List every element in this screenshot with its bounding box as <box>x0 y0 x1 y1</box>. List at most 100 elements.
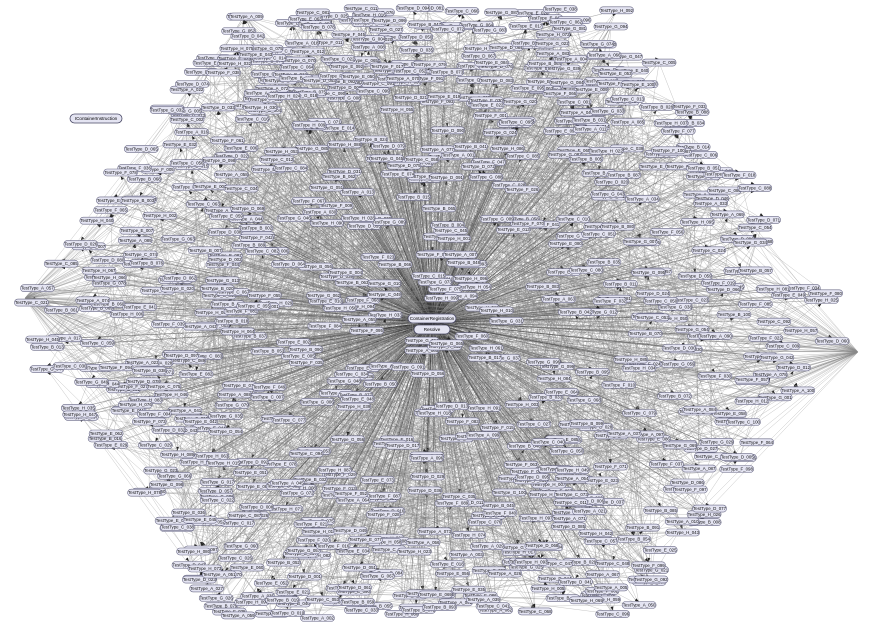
type-node[interactable]: TestType_H_035 <box>60 404 96 412</box>
type-node[interactable]: TestType_G_048 <box>326 376 362 385</box>
type-node[interactable]: TestType_D_090 <box>430 126 465 135</box>
type-node[interactable]: TestType_H_039 <box>336 402 372 411</box>
type-node[interactable]: TestType_C_026 <box>218 554 253 562</box>
type-node[interactable]: TestType_C_063 <box>186 200 221 208</box>
type-node[interactable]: TestType_G_085 <box>294 144 330 153</box>
type-node[interactable]: TestType_A_071 <box>552 514 587 523</box>
type-node[interactable]: TestType_B_013 <box>29 342 65 351</box>
type-node[interactable]: TestType_H_090 <box>309 219 345 227</box>
type-node[interactable]: TestType_A_087 <box>681 464 717 473</box>
type-node[interactable]: TestType_F_063 <box>503 460 539 469</box>
type-node[interactable]: TestType_B_045 <box>480 501 515 510</box>
type-node[interactable]: TestType_G_027 <box>368 25 404 34</box>
type-node[interactable]: TestType_C_001 <box>556 98 592 106</box>
type-node[interactable]: TestType_C_049 <box>367 290 402 299</box>
type-node[interactable]: TestType_A_008 <box>351 43 386 52</box>
type-node[interactable]: TestType_F_075 <box>427 285 463 293</box>
type-node[interactable]: TestType_D_012 <box>776 363 811 372</box>
type-node[interactable]: TestType_B_072 <box>657 392 692 400</box>
type-node[interactable]: TestType_B_011 <box>603 279 638 288</box>
type-node[interactable]: TestType_F_022 <box>748 334 783 342</box>
type-node[interactable]: TestType_E_021 <box>275 588 311 596</box>
type-node-label: TestType_H_096 <box>454 276 488 281</box>
type-node[interactable]: TestType_A_027 <box>189 584 224 593</box>
type-node[interactable]: TestType_B_041 <box>453 142 488 151</box>
type-node[interactable]: TestType_D_094 <box>395 4 431 12</box>
type-node[interactable]: TestType_B_050 <box>363 380 398 388</box>
type-node[interactable]: TestType_E_025 <box>642 546 678 554</box>
type-node[interactable]: TestType_H_057 <box>783 326 819 335</box>
type-node[interactable]: TestType_C_077 <box>271 415 307 424</box>
type-node[interactable]: TestType_A_089 <box>117 236 153 245</box>
type-node[interactable]: TestType_F_037 <box>649 460 684 468</box>
type-node[interactable]: TestType_D_071 <box>746 216 781 224</box>
type-node[interactable]: TestType_C_027 <box>516 420 552 428</box>
type-node[interactable]: TestType_A_034 <box>624 195 660 203</box>
type-node[interactable]: TestType_C_088 <box>737 184 773 192</box>
type-node[interactable]: TestType_C_017 <box>220 519 255 528</box>
type-node[interactable]: TestType_B_002 <box>238 224 274 232</box>
type-node[interactable]: TestType_C_074 <box>123 250 158 259</box>
type-node[interactable]: TestType_B_062 <box>321 172 357 181</box>
type-node[interactable]: TestType_H_061 <box>468 344 504 352</box>
type-node[interactable]: TestType_H_066 <box>92 273 127 282</box>
dependency-edge <box>569 282 719 513</box>
type-node[interactable]: TestType_C_034 <box>334 370 369 378</box>
type-node[interactable]: TestType_H_086 <box>490 144 525 153</box>
type-node[interactable]: TestType_A_069 <box>710 210 745 219</box>
type-node[interactable]: TestType_H_043 <box>665 528 700 537</box>
type-node-label: TestType_C_017 <box>221 521 255 526</box>
type-node-label: TestType_D_001 <box>288 574 322 579</box>
type-node[interactable]: TestType_G_070 <box>281 56 317 65</box>
type-node[interactable]: TestType_G_063 <box>160 235 196 243</box>
type-node[interactable]: TestType_C_015 <box>411 271 447 280</box>
type-node[interactable]: TestType_D_085 <box>551 522 586 531</box>
type-node[interactable]: TestType_C_005 <box>641 58 677 67</box>
type-node[interactable]: TestType_A_013 <box>340 188 375 196</box>
type-node[interactable]: TestType_H_082 <box>194 308 230 317</box>
edge-arrowhead <box>191 135 196 140</box>
type-node[interactable]: TestType_F_019 <box>701 279 736 287</box>
type-node[interactable]: TestType_D_066 <box>706 285 741 294</box>
type-node-label: TestType_C_049 <box>368 292 402 297</box>
type-node[interactable]: TestType_G_013 <box>205 276 240 285</box>
type-node[interactable]: TestType_D_001 <box>287 572 322 581</box>
type-node[interactable]: TestType_C_012 <box>259 155 295 164</box>
type-node[interactable]: TestType_B_061 <box>44 305 79 314</box>
type-node[interactable]: TestType_E_002 <box>276 338 312 347</box>
type-node[interactable]: TestType_G_088 <box>468 173 504 181</box>
type-node[interactable]: TestType_F_079 <box>412 60 447 69</box>
type-node[interactable]: TestType_G_010 <box>366 279 402 288</box>
type-node-label: TestType_C_077 <box>272 417 306 422</box>
type-node[interactable]: TestType_A_067 <box>585 570 620 579</box>
type-node[interactable]: TestType_E_099 <box>543 127 578 135</box>
type-node[interactable]: TestType_F_015 <box>480 423 515 432</box>
type-node[interactable]: TestType_A_030 <box>302 208 338 216</box>
type-node[interactable]: TestType_F_067 <box>291 197 326 205</box>
type-node[interactable]: TestType_F_080 <box>808 289 844 298</box>
edge-arrowhead <box>634 598 640 602</box>
type-node[interactable]: TestType_C_080 <box>568 266 604 274</box>
type-node[interactable]: TestType_A_003 <box>449 550 484 559</box>
type-node[interactable]: TestType_F_071 <box>593 462 628 471</box>
type-node[interactable]: TestType_A_057 <box>20 284 55 293</box>
type-node[interactable]: TestType_D_059 <box>677 272 713 280</box>
type-node[interactable]: TestType_F_095 <box>349 326 385 335</box>
type-node[interactable]: TestType_G_066 <box>157 472 192 480</box>
type-node[interactable]: TestType_E_051 <box>233 468 268 477</box>
type-node[interactable]: TestType_H_096 <box>453 274 489 283</box>
type-node[interactable]: TestType_B_053 <box>250 347 286 355</box>
edge-arrowhead <box>218 164 223 169</box>
type-node[interactable]: TestType_G_032 <box>149 106 185 114</box>
type-node[interactable]: TestType_H_092 <box>599 6 634 15</box>
type-node[interactable]: TestType_E_006 <box>223 144 259 152</box>
type-node[interactable]: TestType_A_066 <box>586 51 622 59</box>
type-node[interactable]: TestType_C_010 <box>555 215 591 223</box>
type-node[interactable]: TestType_F_065 <box>93 206 128 214</box>
type-node[interactable]: TestType_D_020 <box>594 178 629 186</box>
type-node[interactable]: TestType_C_086 <box>707 186 742 195</box>
type-node-label: TestType_H_039 <box>337 404 371 409</box>
type-node[interactable]: TestType_A_041 <box>167 406 203 415</box>
type-node[interactable]: TestType_D_060 <box>814 337 850 345</box>
type-node[interactable]: TestType_G_091 <box>390 363 426 371</box>
